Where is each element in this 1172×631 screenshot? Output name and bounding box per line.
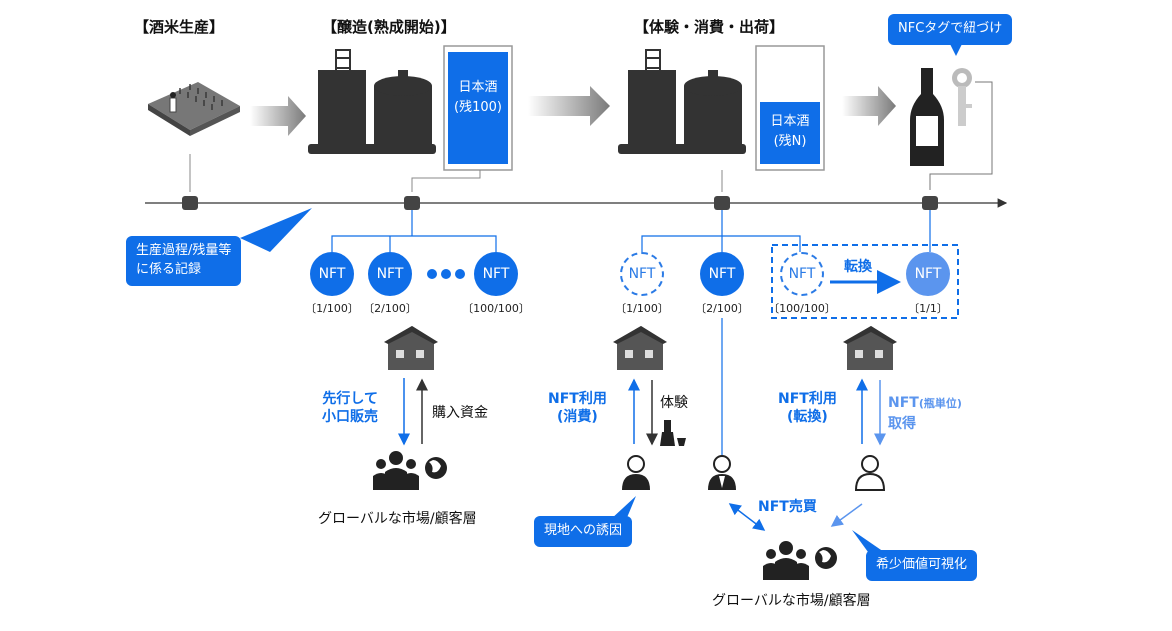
brewery-tanks-icon-2	[618, 49, 746, 154]
nft-bottle-acquire-label: NFT(瓶単位) 取得	[888, 392, 962, 434]
rice-field-icon	[148, 82, 240, 136]
nfc-key-icon	[952, 68, 972, 126]
stage-title-brewing: 【醸造(熟成開始)】	[322, 18, 456, 36]
nft-use-consume-label: NFT利用 (消費)	[548, 391, 607, 426]
nft-fraction-bottle-1-1: 〔1/1〕	[908, 302, 948, 315]
nft-token-held-2-100: NFT	[700, 252, 744, 296]
crowd-icon-1	[373, 451, 419, 490]
convert-label: 転換	[844, 259, 872, 275]
tank-left-name: 日本酒	[458, 80, 498, 95]
crowd-icon-2	[763, 541, 809, 580]
nft-token-1-100: NFT	[310, 252, 354, 296]
callout-record: 生産過程/残量等 に係る記録	[126, 236, 242, 286]
nft-fraction-1: 〔1/100〕	[305, 302, 359, 315]
sake-bottle-icon	[910, 68, 944, 166]
person-icon-2	[708, 455, 736, 490]
nft-token-bottle-1-1: NFT	[906, 252, 950, 296]
house-icon-3	[843, 326, 897, 370]
nft-trade-label: NFT売買	[758, 499, 817, 515]
tank-left-remaining: (残100)	[454, 99, 502, 115]
tank-label-right: 日本酒 (残N)	[760, 112, 820, 151]
globe-icon-1	[425, 457, 447, 479]
house-icon-2	[613, 326, 667, 370]
experience-label: 体験	[660, 395, 688, 411]
purchase-funds-label: 購入資金	[432, 405, 488, 421]
nft-token-2-100: NFT	[368, 252, 412, 296]
nft-token-used-1-100: NFT	[620, 252, 664, 296]
advance-sale-label: 先行して 小口販売	[322, 391, 378, 426]
nft-token-100-100: NFT	[474, 252, 518, 296]
nft-token-convert-100-100: NFT	[780, 252, 824, 296]
globe-icon-2	[815, 547, 837, 569]
nft-use-convert-label: NFT利用 (転換)	[778, 391, 837, 426]
market-caption-left: グローバルな市場/顧客層	[318, 511, 477, 527]
house-icon-1	[384, 326, 438, 370]
nft-bottle-sub: (瓶単位)	[918, 397, 962, 410]
tank-right-name: 日本酒	[770, 114, 810, 129]
tank-right-remaining: (残N)	[773, 133, 807, 149]
stage-title-rice: 【酒米生産】	[134, 18, 225, 36]
nft-fraction-convert-100: 〔100/100〕	[768, 302, 836, 315]
nft-bottle-main: NFT	[888, 395, 919, 411]
callout-nfc-tag: NFCタグで紐づけ	[888, 14, 1013, 45]
nft-fraction-100: 〔100/100〕	[462, 302, 530, 315]
nft-fraction-2: 〔2/100〕	[363, 302, 417, 315]
brewery-tanks-icon-1	[308, 49, 436, 154]
ledger-node-icons	[182, 196, 938, 210]
nft-bottle-acquire: 取得	[888, 415, 916, 432]
stage-title-experience: 【体験・消費・出荷】	[634, 18, 785, 36]
nft-fraction-held-2: 〔2/100〕	[695, 302, 749, 315]
callout-local-attraction: 現地への誘因	[534, 516, 633, 547]
person-icon-1	[622, 455, 650, 490]
callout-rarity: 希少価値可視化	[866, 550, 978, 581]
tank-label-left: 日本酒 (残100)	[448, 78, 508, 117]
market-caption-bottom: グローバルな市場/顧客層	[712, 593, 871, 609]
sake-cup-icon	[660, 420, 686, 446]
nft-fraction-used-1: 〔1/100〕	[615, 302, 669, 315]
person-icon-3	[854, 455, 886, 491]
